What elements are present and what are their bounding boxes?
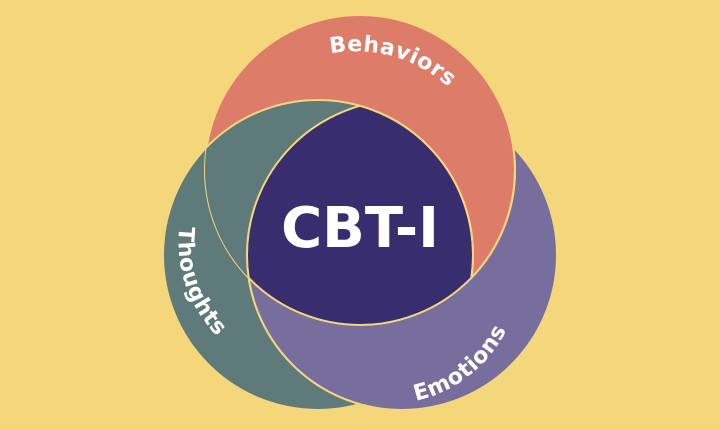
center-label: CBT-I (281, 196, 439, 261)
emotions-seam (246, 100, 473, 410)
thoughts-seam (205, 99, 474, 325)
behaviors-seam (247, 100, 516, 326)
